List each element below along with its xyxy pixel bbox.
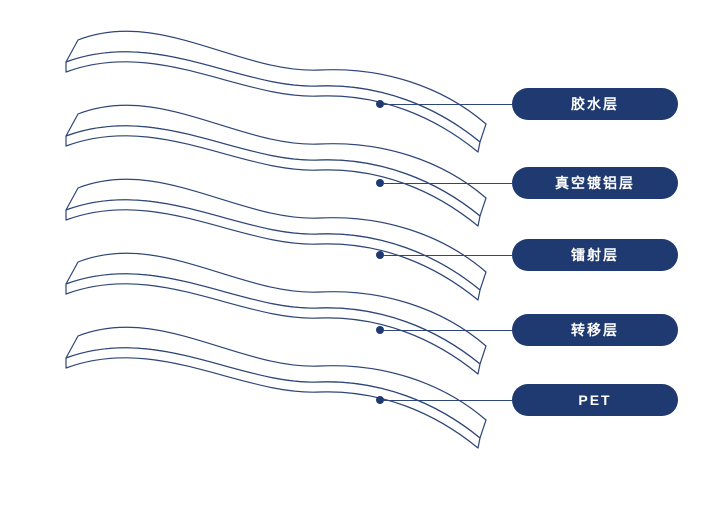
layer-callout-1: 胶水层 [376,88,678,120]
connector-line [384,254,512,256]
layer-label-pill: 真空镀铝层 [512,167,678,199]
connector-dot [376,326,384,334]
layer-callout-3: 镭射层 [376,239,678,271]
layer-label-pill: 镭射层 [512,239,678,271]
layer-callout-2: 真空镀铝层 [376,167,678,199]
connector-line [384,182,512,184]
layer-callout-4: 转移层 [376,314,678,346]
connector-dot [376,179,384,187]
connector-line [384,103,512,105]
connector-line [384,329,512,331]
layer-label-pill: 胶水层 [512,88,678,120]
connector-line [384,399,512,401]
layer-label-pill: PET [512,384,678,416]
layer-callout-5: PET [376,384,678,416]
layer-label-pill: 转移层 [512,314,678,346]
connector-dot [376,100,384,108]
connector-dot [376,396,384,404]
connector-dot [376,251,384,259]
